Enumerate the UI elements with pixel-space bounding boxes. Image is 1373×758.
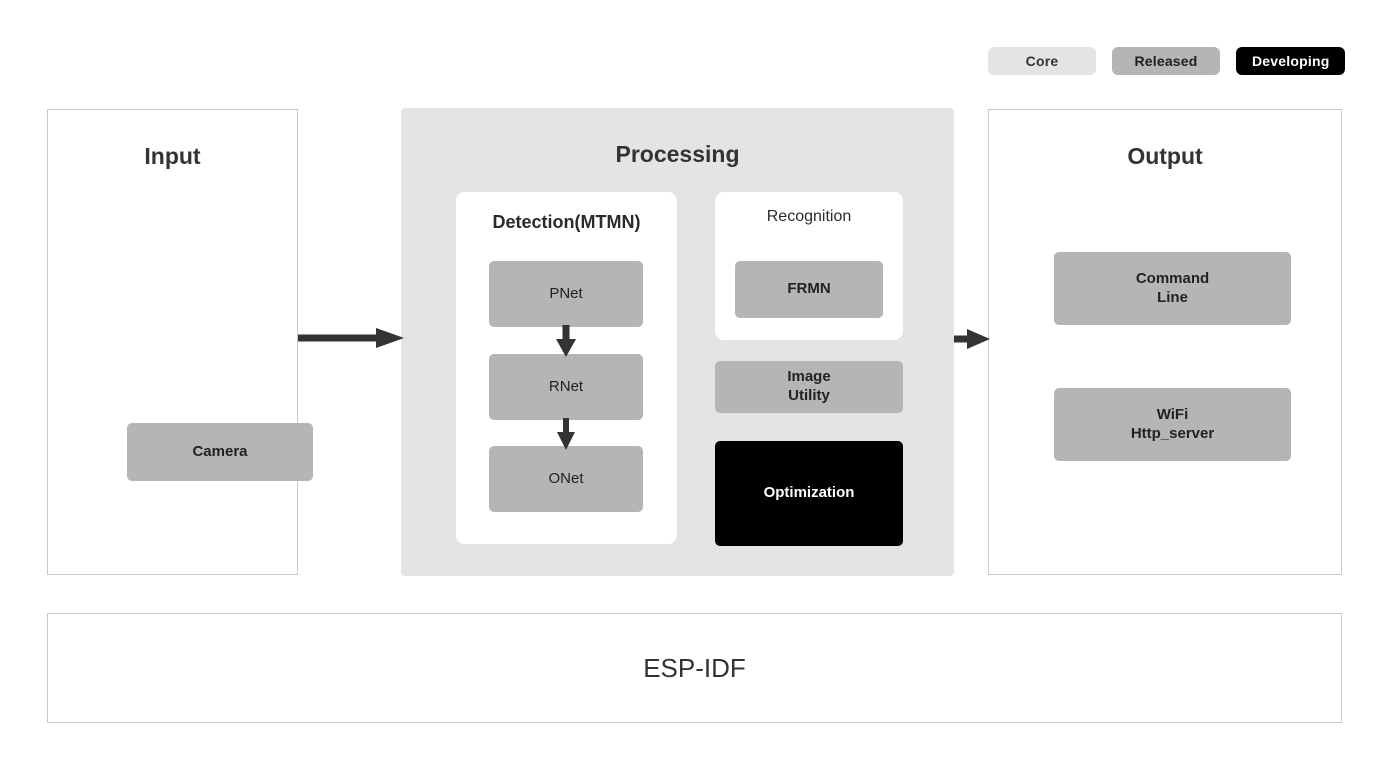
label-line-2: Line: [1157, 288, 1188, 306]
card-recognition-title: Recognition: [766, 208, 852, 225]
block-camera[interactable]: Camera: [127, 423, 313, 481]
arrow-input-to-processing-icon: [298, 328, 404, 348]
block-rnet[interactable]: RNet: [489, 354, 643, 420]
block-optimization[interactable]: Optimization: [715, 441, 903, 546]
panel-output: Output: [988, 109, 1342, 575]
panel-input-title: Input: [144, 143, 201, 169]
panel-esp-idf: ESP-IDF: [47, 613, 1342, 723]
panel-processing-title: Processing: [615, 141, 740, 167]
block-pnet[interactable]: PNet: [489, 261, 643, 327]
panel-esp-idf-title: ESP-IDF: [643, 652, 746, 683]
legend-pill-core[interactable]: Core: [988, 47, 1096, 75]
arrow-processing-to-output-icon: [954, 329, 990, 349]
block-wifi-http-server-label: WiFi Http_server: [1131, 406, 1214, 444]
block-onet[interactable]: ONet: [489, 446, 643, 512]
block-frmn[interactable]: FRMN: [735, 261, 883, 318]
block-wifi-http-server[interactable]: WiFi Http_server: [1054, 388, 1291, 461]
legend-pill-released[interactable]: Released: [1112, 47, 1220, 75]
label-line-1: Image: [787, 368, 831, 386]
label-line-2: Http_server: [1130, 424, 1215, 442]
block-image-utility[interactable]: Image Utility: [715, 361, 903, 413]
label-line-1: Command: [1135, 269, 1210, 287]
legend-pill-developing[interactable]: Developing: [1236, 47, 1346, 75]
panel-input: Input Camera: [47, 109, 313, 575]
arrow-pnet-to-rnet-icon: [556, 325, 576, 357]
label-line-2: Utility: [788, 387, 830, 404]
block-image-utility-label: Image Utility: [787, 368, 830, 406]
block-command-line[interactable]: Command Line: [1054, 252, 1291, 325]
panel-output-title: Output: [1127, 143, 1203, 169]
card-detection-title: Detection(MTMN): [492, 212, 641, 232]
arrow-rnet-to-onet-icon: [557, 418, 575, 450]
legend: Core Released Developing: [988, 47, 1346, 75]
label-line-1: WiFi: [1156, 405, 1189, 423]
block-command-line-label: Command Line: [1136, 270, 1209, 308]
